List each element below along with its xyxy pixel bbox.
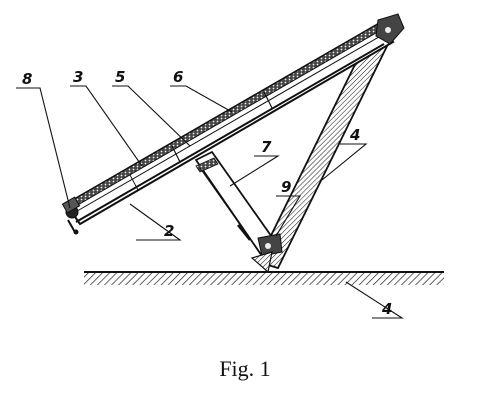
leader-lines	[16, 85, 404, 319]
left-fixture	[61, 196, 81, 235]
bottom-hinge	[250, 233, 283, 274]
label-8: 8	[22, 70, 32, 88]
label-7: 7	[261, 138, 272, 156]
top-hinge	[375, 13, 405, 45]
label-4-ground: 4	[381, 300, 392, 318]
collector-panel	[64, 22, 395, 226]
label-4-strut: 4	[349, 126, 360, 144]
figure-caption: Fig. 1	[219, 356, 270, 381]
ground	[84, 271, 444, 285]
label-6: 6	[173, 68, 183, 86]
label-2: 2	[164, 222, 174, 240]
label-5: 5	[115, 68, 125, 86]
label-9: 9	[281, 178, 291, 196]
label-3: 3	[73, 68, 83, 86]
